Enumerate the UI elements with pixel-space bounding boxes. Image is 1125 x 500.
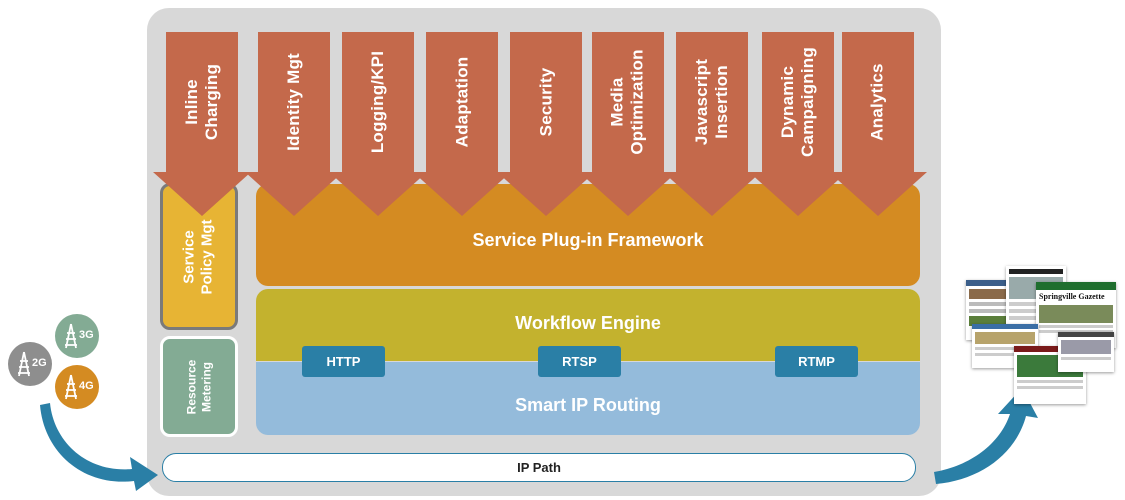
module-label-line1: Identity Mgt xyxy=(284,53,303,151)
module-arrow-shape xyxy=(329,32,427,216)
module-arrow-shape xyxy=(153,32,251,216)
module-label-line2: Insertion xyxy=(712,65,731,139)
module-arrow-shape xyxy=(663,32,761,216)
web-content-collage: Springville Gazette xyxy=(958,262,1118,407)
service-plugin-framework-label: Service Plug-in Framework xyxy=(472,230,704,250)
module-label: Adaptation xyxy=(426,32,498,172)
3g-network-icon: 3G xyxy=(55,314,99,358)
module-arrow-analytics: Analytics xyxy=(829,22,927,218)
resource-metering-panel xyxy=(160,336,238,437)
module-arrow-shape xyxy=(579,32,677,216)
module-label-line2: Optimization xyxy=(628,49,647,155)
module-arrow-identity-mgt: Identity Mgt xyxy=(245,22,343,218)
module-arrow-logging-kpi: Logging/KPI xyxy=(329,22,427,218)
module-label: Identity Mgt xyxy=(258,32,330,172)
module-label-line2: Campaigning xyxy=(798,47,817,157)
module-label-line1: Inline xyxy=(182,79,201,125)
module-label-line1: Security xyxy=(536,67,555,137)
module-label-line2: Charging xyxy=(202,63,221,141)
module-label: Logging/KPI xyxy=(342,32,414,172)
module-arrow-shape xyxy=(245,32,343,216)
http-badge: HTTP xyxy=(302,346,385,377)
module-arrow-shape xyxy=(829,32,927,216)
metering-line2: Metering xyxy=(198,361,213,412)
rtmp-badge: RTMP xyxy=(775,346,858,377)
module-arrow-security: Security xyxy=(497,22,595,218)
outbound-flow-arrow xyxy=(934,388,1038,484)
2g-label: 2G xyxy=(32,357,47,369)
module-arrow-shape xyxy=(749,32,847,216)
4g-label: 4G xyxy=(79,380,94,392)
module-arrow-shape xyxy=(413,32,511,216)
module-arrow-shape xyxy=(497,32,595,216)
module-label: Security xyxy=(510,32,582,172)
module-arrow-adaptation: Adaptation xyxy=(413,22,511,218)
policy-line1: Service xyxy=(180,229,198,284)
rtsp-badge: RTSP xyxy=(538,346,621,377)
2g-network-icon: 2G xyxy=(8,342,52,386)
policy-line2: Policy Mgt xyxy=(198,218,216,295)
module-label-line1: Adaptation xyxy=(452,56,471,148)
module-label-line1: Dynamic xyxy=(778,65,797,139)
module-label-line1: Analytics xyxy=(868,63,888,141)
module-label-line1: Logging/KPI xyxy=(368,50,388,154)
webpage-thumb-5 xyxy=(1058,332,1114,372)
workflow-engine-label: Workflow Engine xyxy=(515,313,661,333)
module-label-line1: Javascript xyxy=(692,58,711,146)
4g-network-icon: 4G xyxy=(55,365,99,409)
inbound-flow-arrow xyxy=(40,403,158,491)
3g-label: 3G xyxy=(79,329,94,341)
ip-path-bar: IP Path xyxy=(162,453,916,482)
module-label: Analytics xyxy=(842,32,914,172)
metering-line1: Resource xyxy=(183,359,198,414)
smart-ip-routing-label: Smart IP Routing xyxy=(515,395,661,415)
module-label-line1: Media xyxy=(608,77,627,127)
newspaper-title: Springville Gazette xyxy=(1039,292,1105,301)
